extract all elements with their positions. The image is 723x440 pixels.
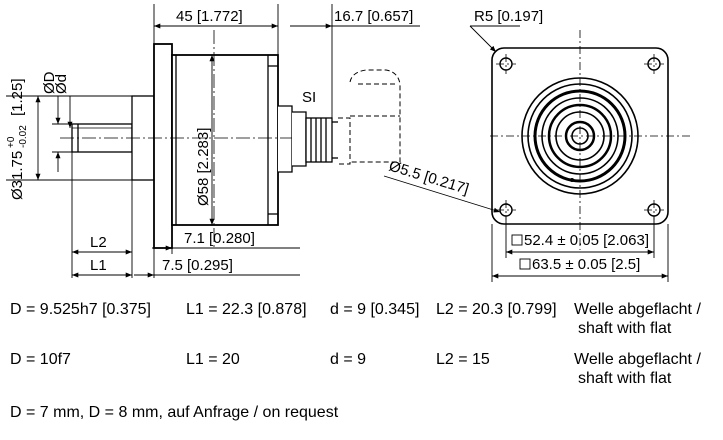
side-dimension-text: 45 [1.772] 16.7 [0.657] Ø58 [2.283] SI Ø… xyxy=(6,8,413,274)
dim-7-1: 7.1 [0.280] xyxy=(184,230,255,247)
dim-63-5: 63.5 ± 0.05 [2.5] xyxy=(532,256,640,273)
variant-1-L2: L2 = 20.3 [0.799] xyxy=(436,301,557,318)
variant-1-d: d = 9 [0.345] xyxy=(330,301,420,318)
dim-L2: L2 xyxy=(90,234,107,251)
technical-drawing: 45 [1.772] 16.7 [0.657] Ø58 [2.283] SI Ø… xyxy=(6,4,690,282)
dim-16-7: 16.7 [0.657] xyxy=(334,8,413,25)
dim-31-75-tol-upper: +0 xyxy=(6,136,17,148)
variant-2-note-line2: shaft with flat xyxy=(578,370,672,387)
variant-1-note-line2: shaft with flat xyxy=(578,320,672,337)
connector xyxy=(278,105,338,173)
dim-52-4: 52.4 ± 0.05 [2.063] xyxy=(524,232,649,249)
dim-D: ØD xyxy=(41,71,58,94)
dim-45: 45 [1.772] xyxy=(176,8,243,25)
dim-31-75-main: Ø31.75 xyxy=(9,151,26,200)
dim-L1: L1 xyxy=(90,257,107,274)
dim-si: SI xyxy=(302,89,316,106)
front-view xyxy=(490,30,690,250)
variant-1-D: D = 9.525h7 [0.375] xyxy=(10,301,151,318)
dim-31-75-tol-lower: -0.02 xyxy=(18,125,29,148)
footnote: D = 7 mm, D = 8 mm, auf Anfrage / on req… xyxy=(10,404,339,421)
housing xyxy=(171,54,279,226)
dim-58: Ø58 [2.283] xyxy=(195,128,212,206)
dim-r5: R5 [0.197] xyxy=(474,8,543,25)
dim-31-75-inch: [1.25] xyxy=(9,78,26,116)
variant-1-L1: L1 = 22.3 [0.878] xyxy=(186,301,307,318)
variant-2-note-line1: Welle abgeflacht / xyxy=(574,351,701,368)
variant-2-D: D = 10f7 xyxy=(10,351,71,368)
flange xyxy=(153,43,173,249)
dim-d: Ød xyxy=(53,74,70,94)
front-dimensions xyxy=(383,25,669,282)
dim-31-75: Ø31.75 +0 -0.02 [1.25] xyxy=(6,78,29,200)
side-view xyxy=(60,30,401,250)
variant-2-L2: L2 = 15 xyxy=(436,351,490,368)
dim-7-5: 7.5 [0.295] xyxy=(162,257,233,274)
variant-2-d: d = 9 xyxy=(330,351,367,368)
dim-5-5: Ø5.5 [0.217] xyxy=(387,158,471,198)
variant-1-note-line1: Welle abgeflacht / xyxy=(574,301,701,318)
variant-2-L1: L1 = 20 xyxy=(186,351,240,368)
side-dimensions xyxy=(6,4,420,278)
mating-plug-outline xyxy=(338,69,401,165)
